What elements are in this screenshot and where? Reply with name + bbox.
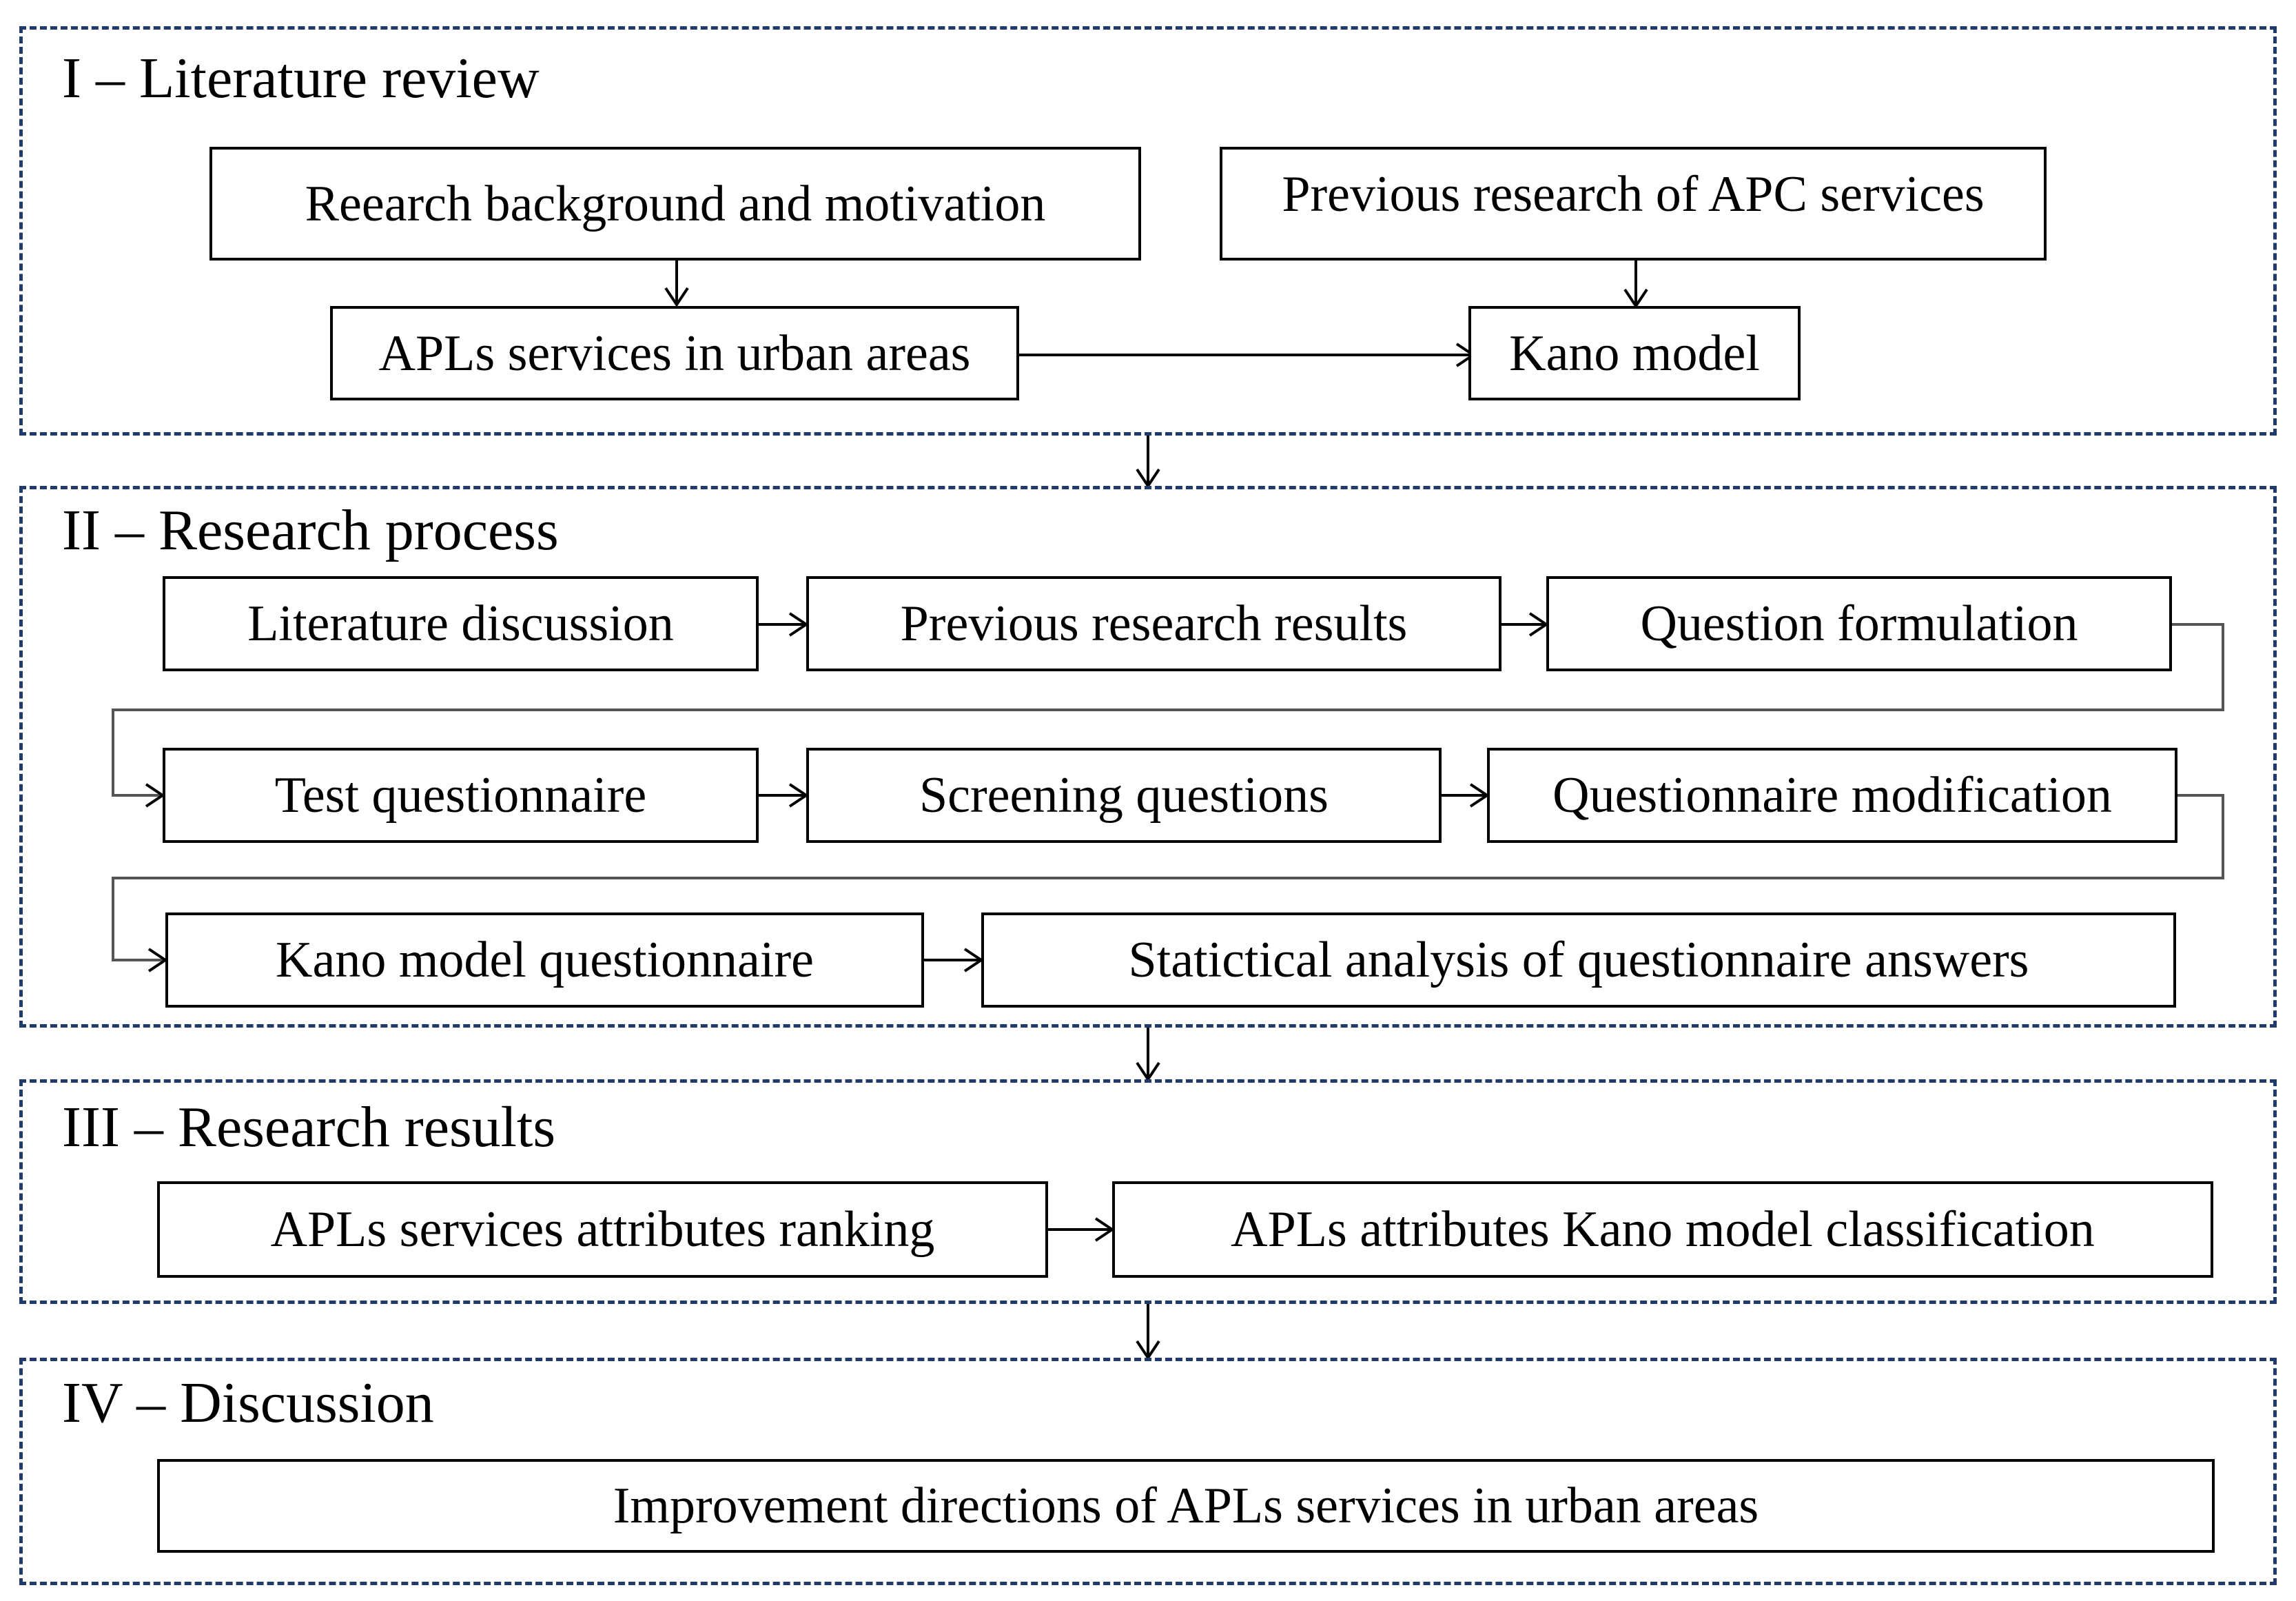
box-kano-model-questionnaire: Kano model questionnaire — [165, 912, 924, 1008]
section-discussion — [19, 1358, 2277, 1585]
section-title-literature-review: I – Literature review — [62, 46, 540, 110]
box-screening-questions: Screening questions — [806, 748, 1442, 843]
section-title-research-process: II – Research process — [62, 498, 559, 562]
box-kano-classification: APLs attributes Kano model classificatio… — [1112, 1181, 2213, 1278]
arrow-section3-to-section4 — [1136, 1304, 1160, 1360]
section-title-research-results: III – Research results — [62, 1095, 556, 1159]
box-previous-research-results: Previous research results — [806, 576, 1501, 671]
box-kano-model: Kano model — [1468, 306, 1801, 400]
box-statistical-analysis: Statictical analysis of questionnaire an… — [981, 912, 2176, 1008]
section-research-process — [19, 486, 2277, 1028]
box-attributes-ranking: APLs services attributes ranking — [157, 1181, 1048, 1278]
box-previous-apc-research: Previous research of APC services — [1220, 147, 2047, 261]
box-research-background: Reearch background and motivation — [209, 147, 1141, 261]
arrow-background-to-apls — [664, 261, 689, 307]
box-questionnaire-modification: Questionnaire modification — [1487, 748, 2177, 843]
box-question-formulation: Question formulation — [1546, 576, 2172, 671]
arrow-section1-to-section2 — [1136, 436, 1160, 489]
section-literature-review — [19, 26, 2277, 436]
box-apls-services-urban: APLs services in urban areas — [330, 306, 1019, 400]
arrow-section2-to-section3 — [1136, 1028, 1160, 1082]
section-research-results — [19, 1079, 2277, 1304]
box-literature-discussion: Literature discussion — [163, 576, 759, 671]
box-test-questionnaire: Test questionnaire — [163, 748, 759, 843]
box-improvement-directions: Improvement directions of APLs services … — [157, 1459, 2215, 1553]
section-title-discussion: IV – Discussion — [62, 1371, 434, 1435]
